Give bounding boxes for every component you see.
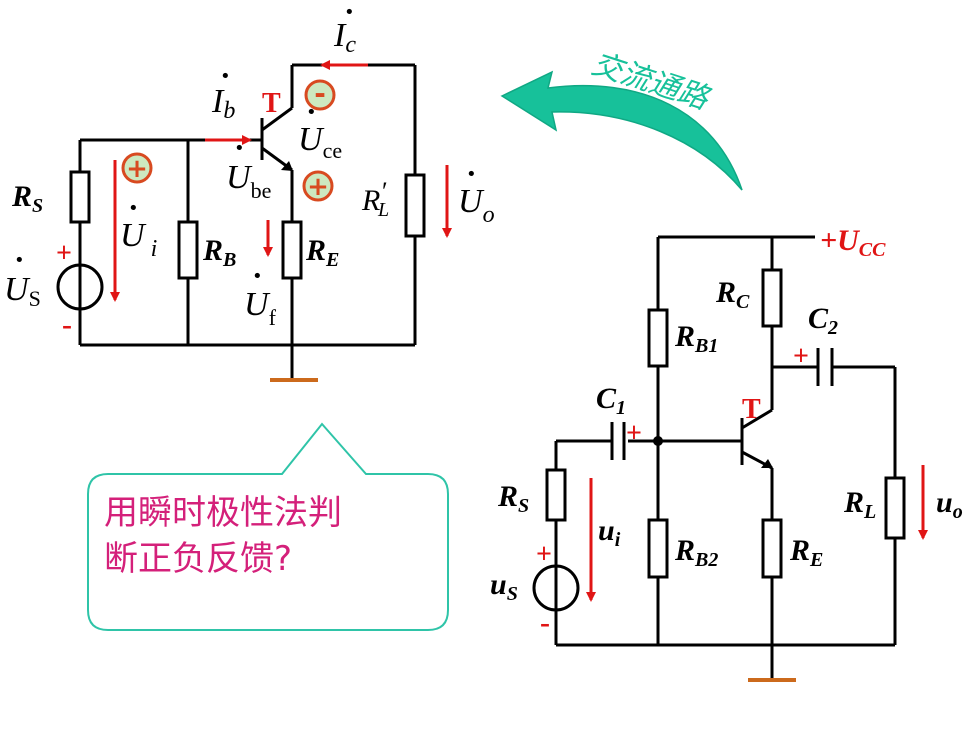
callout-line-2: 断正负反馈? — [104, 539, 293, 579]
label-us: uS — [490, 568, 518, 605]
polarity-minus-collector: - — [314, 77, 326, 110]
label-us-dot: · — [14, 241, 25, 277]
label-ib: Ib — [211, 83, 235, 124]
polarity-plus-emitter: + — [307, 172, 329, 202]
polarity-plus-input: + — [126, 154, 148, 184]
label-rl-prime: R′L — [361, 177, 389, 221]
resistor-rb1 — [647, 308, 669, 368]
curved-arrow-icon — [500, 70, 743, 191]
label-uf: Uf — [244, 286, 277, 330]
label-rc: RC — [715, 276, 750, 313]
label-ic-dot: · — [344, 0, 355, 29]
resistor-re — [761, 518, 783, 579]
label-re: RE — [305, 234, 339, 271]
ac-labels: RS RB RE R′L T · Ib · Ic · Uce · Ube · U… — [4, 0, 495, 341]
callout-box — [87, 422, 449, 631]
label-uce: Uce — [298, 121, 342, 163]
label-ube-dot: · — [234, 129, 245, 165]
resistor-rb — [177, 220, 199, 280]
label-source-minus: - — [540, 606, 550, 639]
label-c1-plus: + — [626, 418, 642, 449]
label-uo-dot: · — [466, 155, 477, 191]
label-re: RE — [789, 534, 823, 571]
label-c2: C2 — [808, 302, 838, 339]
resistor-rs — [69, 170, 91, 224]
label-c2-plus: + — [793, 341, 809, 372]
label-ui: ui — [598, 514, 621, 551]
label-transistor-t: T — [742, 394, 761, 425]
label-uo: uo — [936, 486, 963, 523]
resistor-re — [281, 220, 303, 280]
resistor-rc — [761, 268, 783, 328]
callout-text: 用瞬时极性法判 断正负反馈? — [104, 490, 434, 582]
full-labels: +UCC RC C2 + RB1 C1 + T RS ui RB2 RE RL … — [490, 224, 963, 639]
label-rb2: RB2 — [674, 534, 718, 571]
label-ube: Ube — [226, 159, 271, 203]
label-rb1: RB1 — [674, 320, 718, 357]
junction-dot — [653, 436, 663, 446]
label-ui-dot: · — [128, 189, 139, 225]
label-ic: Ic — [333, 17, 356, 58]
resistor-rl — [404, 173, 426, 238]
label-rl: RL — [843, 486, 876, 523]
label-rb: RB — [202, 234, 236, 271]
label-uce-dot: · — [306, 93, 317, 129]
label-c1: C1 — [596, 382, 626, 419]
full-amplifier-circuit — [554, 235, 897, 678]
polarity-circle-icon — [121, 79, 336, 202]
label-rs: RS — [497, 480, 529, 517]
label-source-minus: - — [62, 308, 72, 341]
label-uf-dot: · — [252, 257, 263, 293]
label-rs: RS — [11, 180, 43, 217]
resistor-rs — [545, 468, 567, 522]
label-uo: Uo — [458, 183, 495, 228]
label-source-plus: + — [56, 238, 72, 269]
resistor-rl — [884, 476, 906, 540]
label-ib-dot: · — [220, 57, 231, 93]
ac-equivalent-circuit — [78, 63, 417, 378]
resistor-rb2 — [647, 518, 669, 579]
emitter-arrow-icon — [761, 459, 773, 468]
label-transistor-t: T — [262, 88, 281, 119]
emitter-arrow-icon — [281, 161, 293, 171]
label-vcc: +UCC — [820, 224, 886, 261]
label-source-plus: + — [536, 539, 552, 570]
callout-line-1: 用瞬时极性法判 — [104, 493, 342, 533]
label-us: US — [4, 271, 41, 311]
